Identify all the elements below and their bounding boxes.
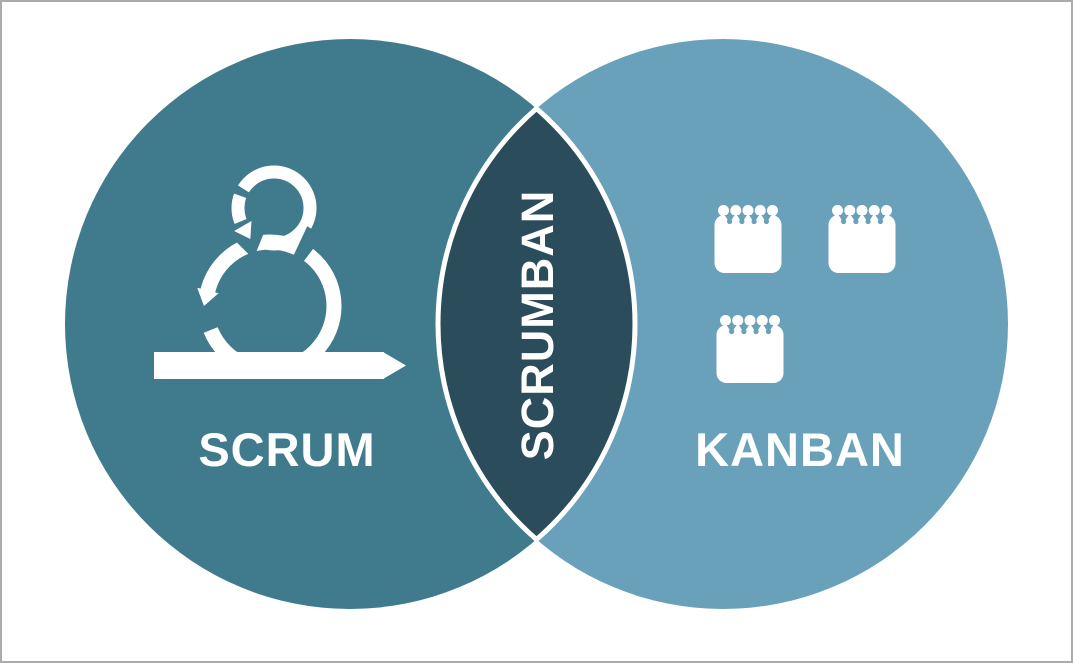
- sprint-loop-arrow-icon: [154, 165, 406, 379]
- kanban-notepad-icon-3: [716, 315, 784, 383]
- sprint-arrow-parts: [154, 221, 406, 379]
- kanban-label: KANBAN: [695, 423, 905, 476]
- scrumban-label: SCRUMBAN: [512, 190, 563, 461]
- scrumban-lens: [435, 105, 638, 543]
- kanban-notepad-icon-1: [714, 205, 782, 273]
- scrum-label: SCRUM: [198, 423, 375, 476]
- kanban-notepad-icon-2: [828, 205, 896, 273]
